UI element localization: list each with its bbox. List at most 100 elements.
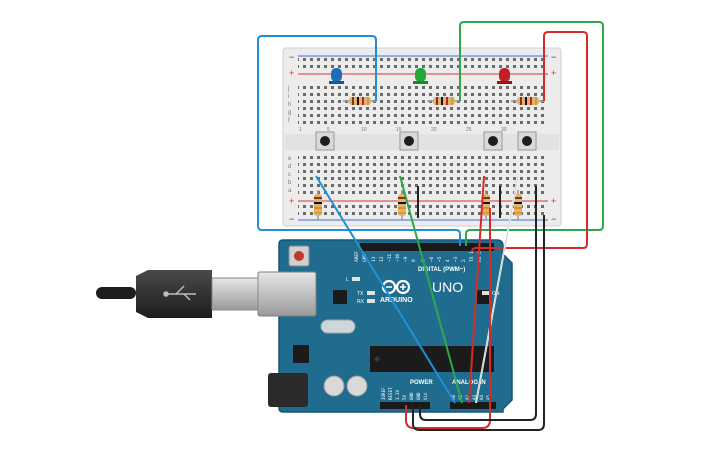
row-label-j: j (287, 86, 289, 92)
arduino-brand-text: ARDUINO (380, 297, 413, 304)
wire-gnd-1[interactable] (412, 215, 545, 431)
power-jack (268, 373, 308, 407)
blue-led[interactable] (329, 68, 344, 84)
crystal-oscillator (320, 319, 356, 334)
col-label-1: 1 (299, 127, 302, 133)
resistor-green-band-4 (451, 97, 453, 105)
col-label-30: 30 (501, 127, 507, 133)
pulldown-resistor-4-body (514, 194, 522, 216)
reset-button-cap (294, 251, 304, 261)
ioref-label: IOREF (381, 387, 386, 400)
rx-indicator (367, 299, 375, 303)
usb-symbol-branch-down (183, 293, 191, 301)
pulldown-resistor-1[interactable] (314, 190, 322, 220)
pin-1-label: TX 1 (469, 251, 475, 262)
a2-label: A2 (465, 394, 470, 400)
capacitor-2 (346, 375, 368, 397)
usb-b-port (257, 271, 317, 317)
pin-4-label: 4 (445, 259, 451, 262)
pulldown-resistor-1-band-2 (314, 202, 322, 204)
push-button-2[interactable] (399, 131, 419, 151)
top-power-rail-holes (298, 58, 548, 72)
top-terminal-holes (298, 82, 548, 124)
logo-right-loop (395, 279, 411, 295)
usb-symbol-branch-up (175, 285, 185, 295)
pulldown-resistor-3[interactable] (482, 190, 490, 220)
atmega328-chip (370, 346, 494, 372)
pulldown-resistor-3-band-3 (482, 207, 490, 209)
pulldown-resistor-4[interactable] (514, 190, 522, 220)
top-rail-plus-left: + (289, 68, 294, 78)
pulldown-resistor-4-band-1 (514, 197, 522, 199)
pulldown-resistor-2-band-1 (398, 197, 406, 199)
wire-red-button[interactable] (468, 175, 485, 404)
pin-3-label: ~3 (453, 256, 459, 262)
pulldown-resistor-4-band-4 (514, 212, 522, 214)
pulldown-resistor-4-band-3 (514, 207, 522, 209)
pulldown-resistor-2-band-2 (398, 202, 406, 204)
pulldown-resistor-1-body (314, 194, 322, 216)
resistor-red-led[interactable] (511, 97, 545, 105)
resistor-blue-band-2 (357, 97, 359, 105)
row-label-d: d (288, 164, 291, 170)
wire-green-button[interactable] (399, 175, 463, 404)
pulldown-resistor-2[interactable] (398, 190, 406, 220)
col-label-5: 5 (327, 127, 330, 133)
row-label-f: f (288, 118, 290, 124)
resistor-green-led[interactable] (427, 97, 461, 105)
v33-label: 3.3V (395, 389, 400, 400)
push-button-3[interactable] (483, 131, 503, 151)
wire-green-led[interactable] (459, 21, 604, 246)
push-buttons (315, 131, 537, 151)
green-led[interactable] (413, 68, 428, 84)
top-rail-minus-right: − (551, 52, 556, 62)
green-led-body (415, 68, 426, 82)
red-led-rim (497, 81, 512, 84)
a0-label: A0 (451, 394, 456, 400)
pulldown-resistor-2-body (398, 194, 406, 216)
resistor-blue-band-3 (362, 97, 364, 105)
pulldown-resistors (314, 190, 522, 220)
usb-symbol-dot (163, 291, 169, 297)
wire-gnd-2[interactable] (419, 215, 537, 421)
wire-blue-button[interactable] (315, 175, 456, 404)
a3-label: A3 (472, 394, 477, 400)
wire-red-led[interactable] (471, 31, 588, 253)
resistor-blue-band-1 (352, 97, 354, 105)
push-button-3-cap (488, 136, 498, 146)
voltage-regulator (293, 345, 309, 363)
analog-in-label: ANALOG IN (452, 380, 486, 386)
pin-6-label: ~6 (429, 256, 435, 262)
digital-pwm-label: DIGITAL (PWM~) (418, 267, 465, 273)
led-l-label: L (346, 277, 349, 283)
pin-12-label: 12 (379, 256, 385, 262)
pulldown-resistor-2-band-4 (398, 212, 406, 214)
breadboard-black-jumpers (417, 186, 537, 218)
resistor-green-band-3 (446, 97, 448, 105)
pulldown-resistor-3-band-2 (482, 202, 490, 204)
col-label-15: 15 (396, 127, 402, 133)
resistor-blue-led[interactable] (343, 97, 377, 105)
red-led[interactable] (497, 68, 512, 84)
pin-5-label: ~5 (437, 256, 443, 262)
col-label-25: 25 (466, 127, 472, 133)
usb-cable-strain-relief (96, 287, 136, 299)
led-resistors (343, 97, 545, 105)
pin-8-label: 8 (411, 259, 417, 262)
row-label-g: g (288, 110, 291, 116)
pulldown-resistor-1-band-4 (314, 212, 322, 214)
col-label-10: 10 (361, 127, 367, 133)
col-label-20: 20 (431, 127, 437, 133)
led-l-indicator (352, 277, 360, 281)
wire-5v[interactable] (405, 208, 491, 429)
bottom-rail-minus-left: − (289, 214, 294, 224)
row-label-b: b (288, 180, 292, 186)
vin-label: Vin (423, 392, 428, 400)
usb-symbol-icon (163, 285, 196, 301)
wire-blue-led[interactable] (257, 35, 461, 246)
digital-header (360, 243, 494, 251)
bottom-terminal-holes (298, 152, 548, 194)
push-button-4[interactable] (517, 131, 537, 151)
push-button-1[interactable] (315, 131, 335, 151)
push-button-2-cap (404, 136, 414, 146)
